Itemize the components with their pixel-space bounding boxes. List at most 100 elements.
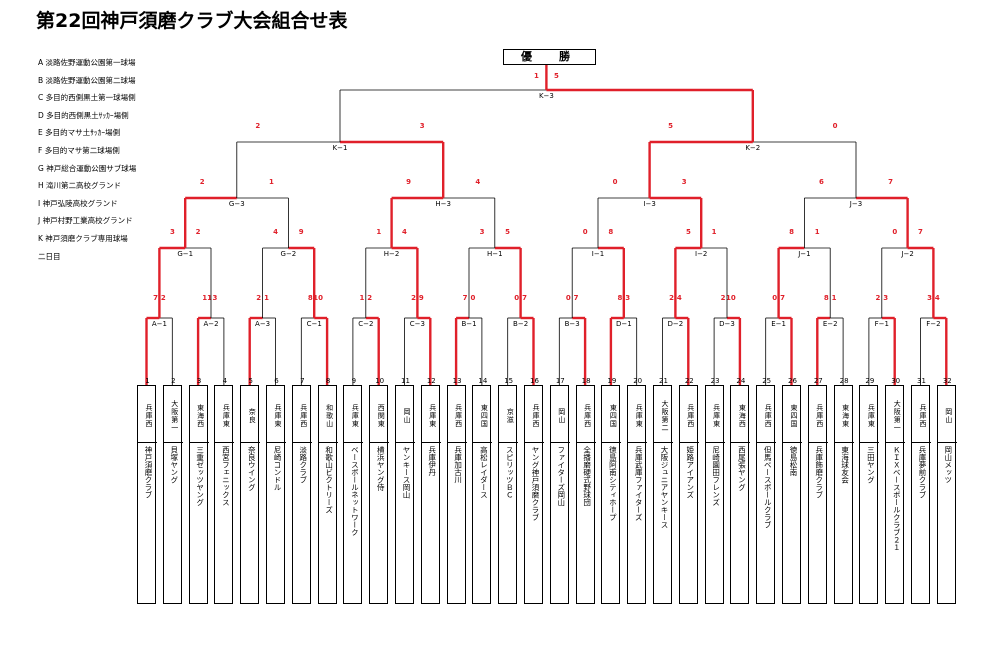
team-number: 32 xyxy=(942,377,952,385)
match-score-left: 2 xyxy=(669,294,674,302)
team-number: 12 xyxy=(426,377,436,385)
team-number: 23 xyxy=(710,377,720,385)
match-score-right: 10 xyxy=(726,294,736,302)
team-number: 27 xyxy=(813,377,823,385)
match-score-right: 7 xyxy=(888,178,893,186)
venue-item: J 神戸村野工業高校グランド xyxy=(38,216,133,226)
team-number: 11 xyxy=(401,377,410,385)
match-score-right: 3 xyxy=(625,294,630,302)
match-label: H−3 xyxy=(435,200,451,208)
team-name: 尼崎コンドル xyxy=(267,442,286,602)
team-region: 兵庫西 xyxy=(145,404,153,428)
team-number: 28 xyxy=(839,377,849,385)
team-region: 岡山 xyxy=(403,408,411,424)
team-region: 和歌山 xyxy=(325,404,334,428)
team-slot: 29 兵庫東三田ヤング xyxy=(859,377,880,604)
team-name: ヤンキース岡山 xyxy=(396,442,415,602)
team-region: 兵庫東 xyxy=(867,404,876,428)
venue-item: D 多目的西側黒土ｻｯｶｰ場側 xyxy=(38,110,129,120)
champion-box: 優 勝 xyxy=(503,49,596,65)
match-score-left: 8 xyxy=(308,294,313,302)
team-name: スピリッツＢＣ xyxy=(499,442,519,602)
team-name: 岡山メッツ xyxy=(937,442,957,602)
team-name: 全播磨硬式野球団 xyxy=(576,442,596,602)
match-score-left: 0 xyxy=(583,228,588,236)
team-region: 大阪第一 xyxy=(170,400,179,432)
team-name: 徳島松南 xyxy=(783,442,802,602)
team-name: 兵庫飾磨クラブ xyxy=(808,442,828,602)
match-score-right: 1 xyxy=(712,228,717,236)
match-score-right: 0 xyxy=(833,122,838,130)
match-score-right: 7 xyxy=(780,294,785,302)
match-score-right: 9 xyxy=(419,294,424,302)
match-label: D−2 xyxy=(668,320,684,328)
team-region: 兵庫東 xyxy=(635,404,644,428)
team-region: 東海東 xyxy=(841,404,850,428)
match-score-right: 4 xyxy=(677,294,682,302)
match-score-left: 0 xyxy=(613,178,618,186)
match-label: K−3 xyxy=(539,92,554,100)
team-number: 10 xyxy=(375,377,385,385)
match-label: F−2 xyxy=(926,320,940,328)
venue-item: A 淡路佐野運動公園第一球場 xyxy=(38,58,136,67)
team-name: 西宮フェニックス xyxy=(215,442,235,602)
team-region: 岡山 xyxy=(557,408,566,424)
match-score-right: 1 xyxy=(832,294,837,302)
venue-item: 二日目 xyxy=(38,251,61,261)
team-number: 14 xyxy=(478,377,488,385)
match-score-left: 2 xyxy=(411,294,416,302)
team-name: 兵庫武庫ファイターズ xyxy=(628,442,648,602)
match-score-right: 2 xyxy=(367,294,372,302)
match-label: J−2 xyxy=(900,250,913,258)
team-region: 東四国 xyxy=(609,404,618,428)
team-region: 兵庫西 xyxy=(299,404,308,428)
team-region: 兵庫東 xyxy=(428,404,437,428)
match-label: I−2 xyxy=(695,250,707,258)
team-number: 25 xyxy=(762,377,772,385)
team-name: 兵庫加古川 xyxy=(447,442,467,602)
team-name: 尼崎園田フレンズ xyxy=(705,442,725,602)
match-label: D−1 xyxy=(616,320,632,328)
team-name: 神戸須磨クラブ xyxy=(138,442,157,602)
match-score-left: 1 xyxy=(534,72,539,80)
match-label: B−1 xyxy=(461,320,476,328)
match-score-right: 4 xyxy=(475,178,480,186)
team-name: 三田ヤング xyxy=(860,442,880,602)
team-number: 9 xyxy=(351,377,357,385)
venue-item: I 神戸弘陵高校グランド xyxy=(38,198,118,208)
team-region: 兵庫東 xyxy=(351,404,360,428)
page-title: 第22回神戸須磨クラブ大会組合せ表 xyxy=(36,10,348,32)
match-score-left: 2 xyxy=(200,178,205,186)
match-label: H−1 xyxy=(487,250,503,258)
team-number: 22 xyxy=(684,377,694,385)
team-number: 19 xyxy=(607,377,617,385)
match-label: A−1 xyxy=(152,320,167,328)
team-number: 2 xyxy=(171,377,176,385)
match-label: I−3 xyxy=(643,200,655,208)
team-number: 31 xyxy=(917,377,926,385)
match-score-left: 3 xyxy=(927,294,932,302)
team-slot: 11 岡山ヤンキース岡山 xyxy=(395,377,415,604)
match-score-left: 8 xyxy=(824,294,829,302)
team-number: 4 xyxy=(222,377,228,385)
team-number: 29 xyxy=(865,377,875,385)
match-score-right: 9 xyxy=(299,228,304,236)
match-label: G−1 xyxy=(177,250,193,258)
match-score-right: 3 xyxy=(682,178,687,186)
match-label: B−2 xyxy=(513,320,528,328)
team-region: 大阪第二 xyxy=(661,400,669,432)
match-score-right: 1 xyxy=(269,178,274,186)
team-number: 26 xyxy=(788,377,797,385)
